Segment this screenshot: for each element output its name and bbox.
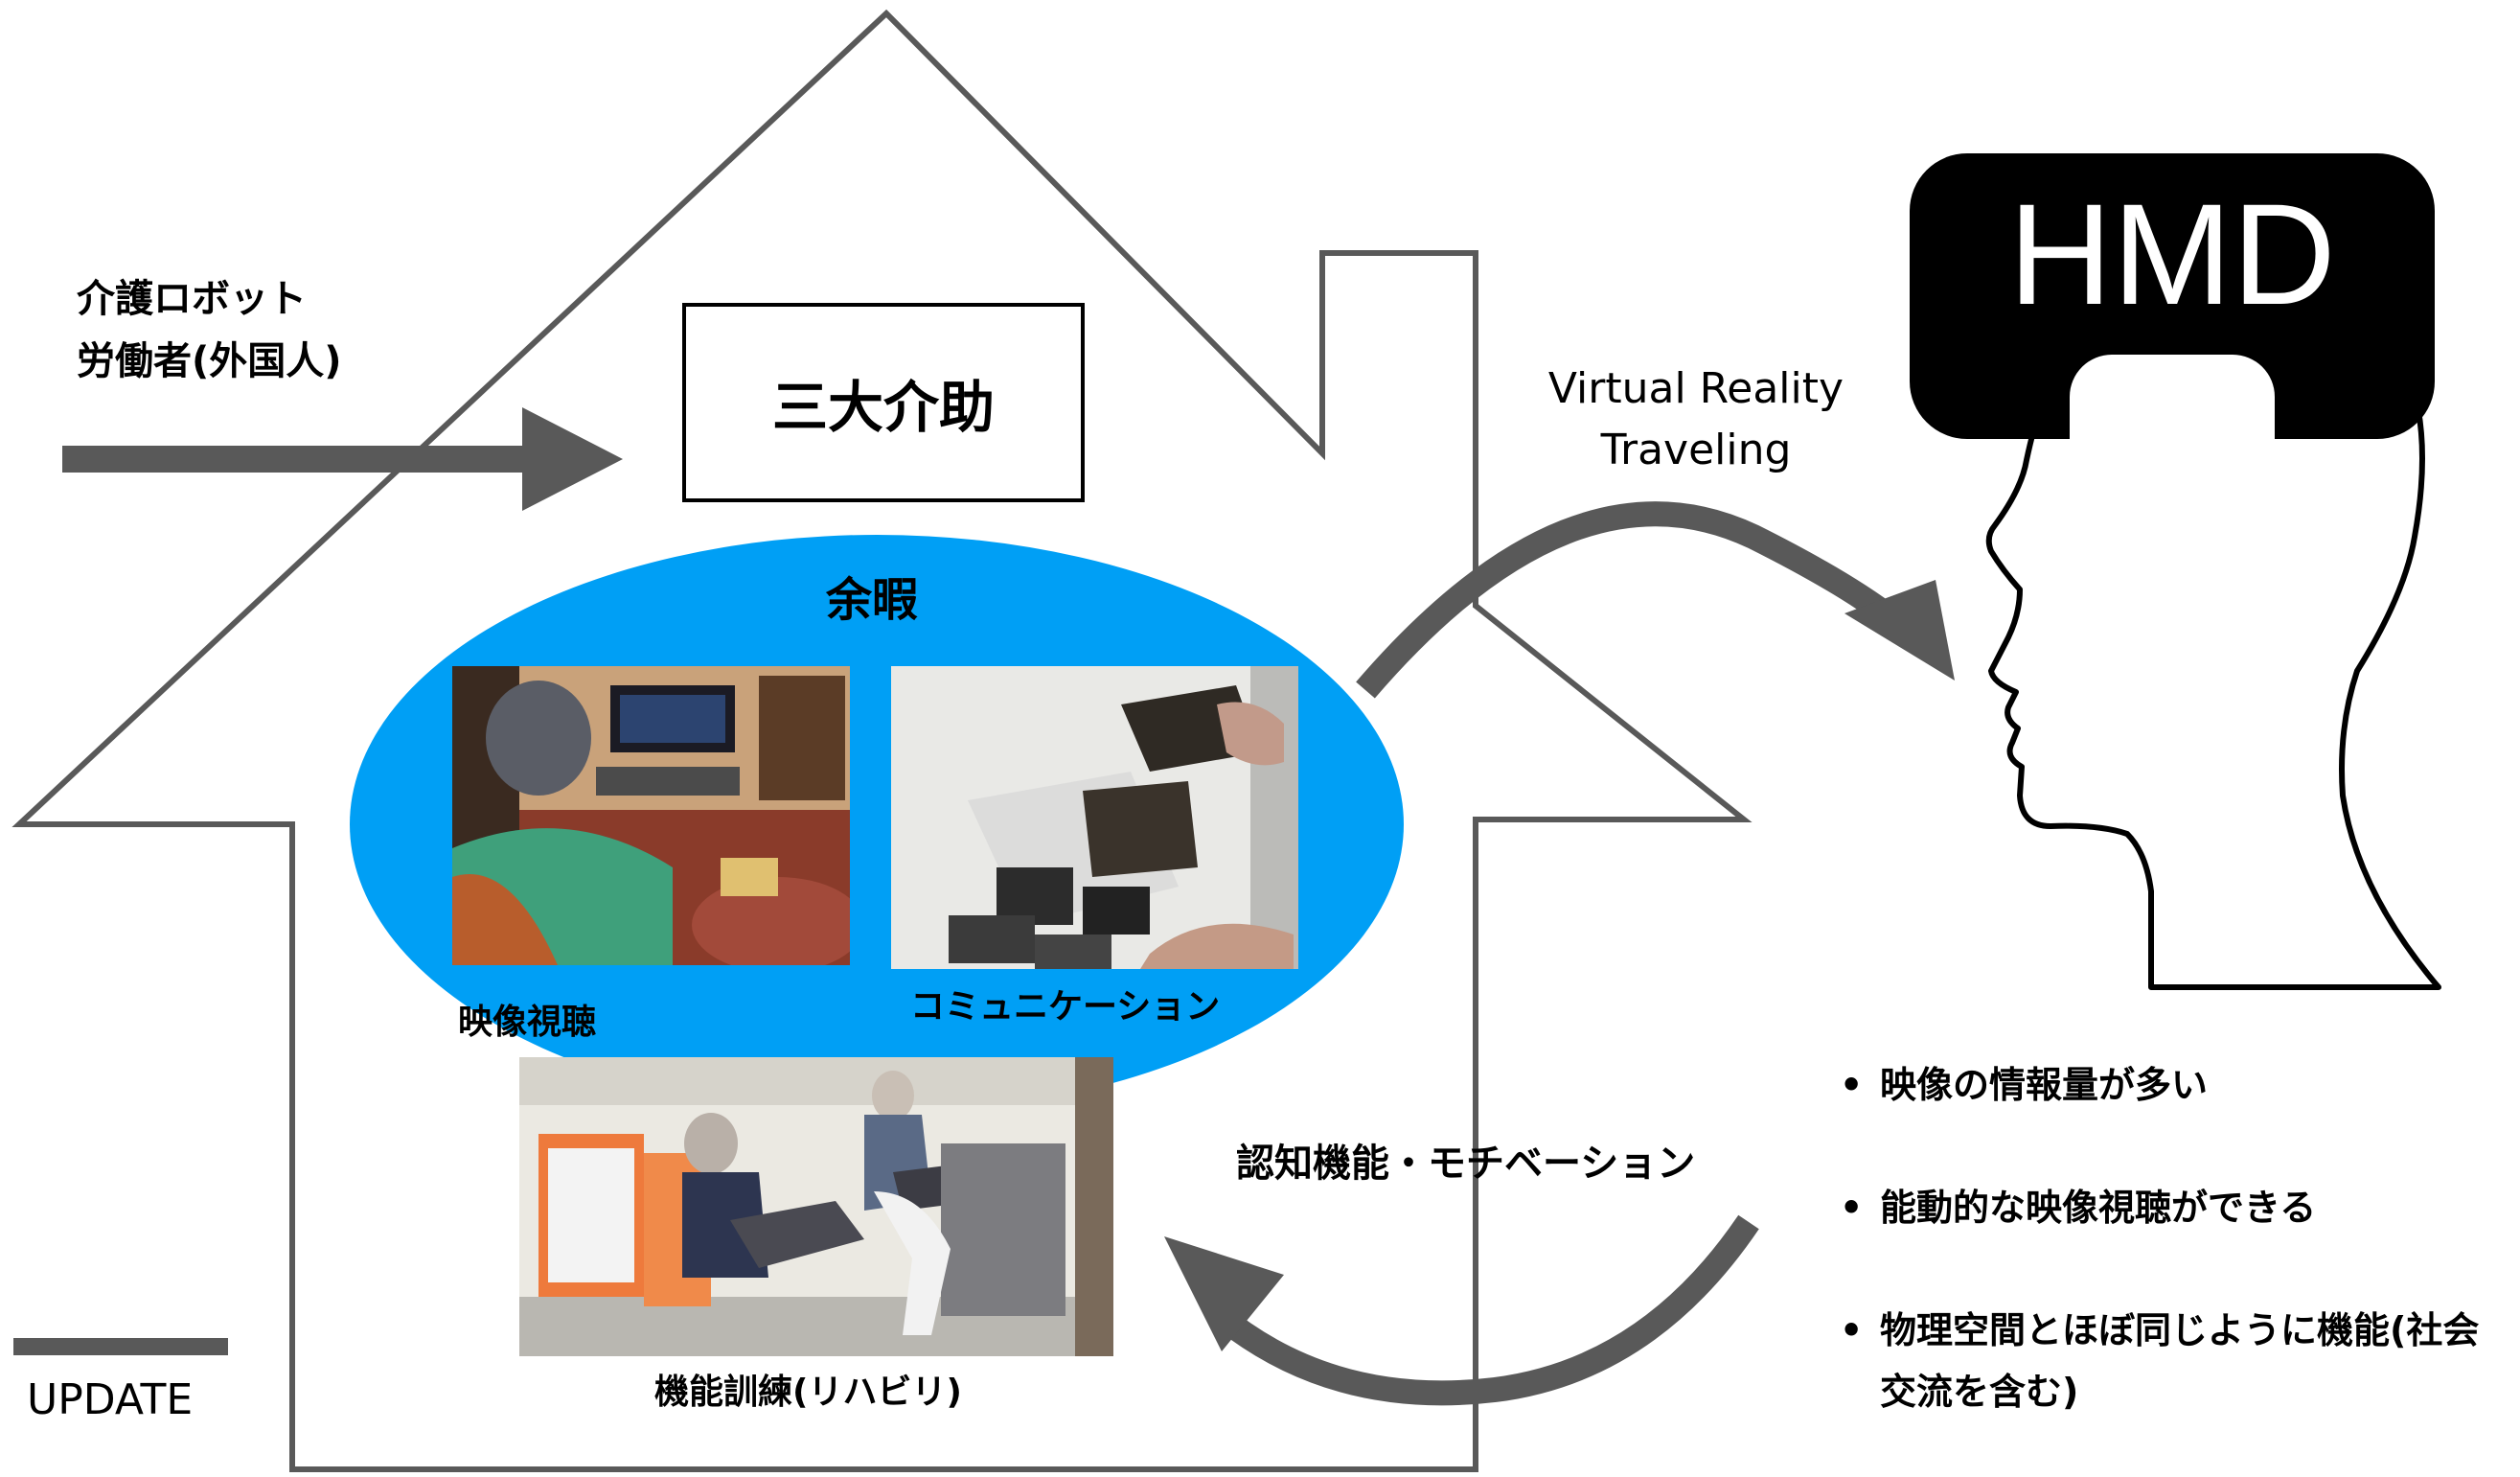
benefit-line: 物理空間とほぼ同じように機能(社会: [1880, 1309, 2480, 1351]
rehab-caption: 機能訓練(リハビリ): [654, 1373, 962, 1412]
leisure-title: 余暇: [825, 573, 918, 627]
tv-viewing-illustration: [452, 666, 850, 965]
tv-viewing-caption: 映像視聴: [458, 1003, 597, 1042]
benefit-item: 映像の情報量が多い: [1840, 1054, 2479, 1116]
hmd-label: HMD: [2008, 173, 2336, 335]
benefit-line: 交流を含む): [1880, 1371, 2079, 1413]
benefits-list: 映像の情報量が多い 能動的な映像視聴ができる 物理空間とほぼ同じように機能(社会…: [1840, 1054, 2479, 1477]
feedback-label: 認知機能・モチベーション: [1236, 1142, 1696, 1186]
inflow-label-line: 介護ロボット: [77, 277, 307, 321]
inflow-arrow: [62, 407, 623, 511]
core-care-label: 三大介助: [771, 375, 995, 440]
legend-label: UPDATE: [27, 1375, 194, 1424]
benefit-item: 能動的な映像視聴ができる: [1840, 1177, 2479, 1238]
old-photos-photo: [891, 666, 1298, 969]
vr-traveling-arrow: [1356, 501, 1955, 699]
head-silhouette: [1985, 285, 2441, 990]
vr-label-line: Virtual Reality: [1547, 364, 1844, 413]
house-outline: [11, 9, 1753, 1472]
benefit-item: 物理空間とほぼ同じように機能(社会 交流を含む): [1840, 1300, 2479, 1422]
vr-traveling-label: Virtual Reality Traveling: [1514, 358, 1878, 481]
inflow-label: 介護ロボット 労働者(外国人): [77, 268, 342, 393]
feedback-arrow: [1164, 1214, 1759, 1406]
benefit-line: 映像の情報量が多い: [1880, 1064, 2209, 1106]
hmd-nose-notch: [2070, 355, 2275, 441]
old-photos-illustration: [891, 666, 1298, 969]
vr-label-line: Traveling: [1600, 426, 1792, 474]
core-care-box: 三大介助: [682, 303, 1085, 502]
communication-caption: コミュニケーション: [910, 987, 1221, 1027]
benefit-line: 能動的な映像視聴ができる: [1880, 1187, 2317, 1229]
rehab-illustration: [519, 1057, 1113, 1356]
inflow-label-line: 労働者(外国人): [77, 339, 342, 383]
tv-viewing-photo: [452, 666, 850, 965]
rehab-photo: [519, 1057, 1113, 1356]
legend-line: [13, 1338, 228, 1355]
